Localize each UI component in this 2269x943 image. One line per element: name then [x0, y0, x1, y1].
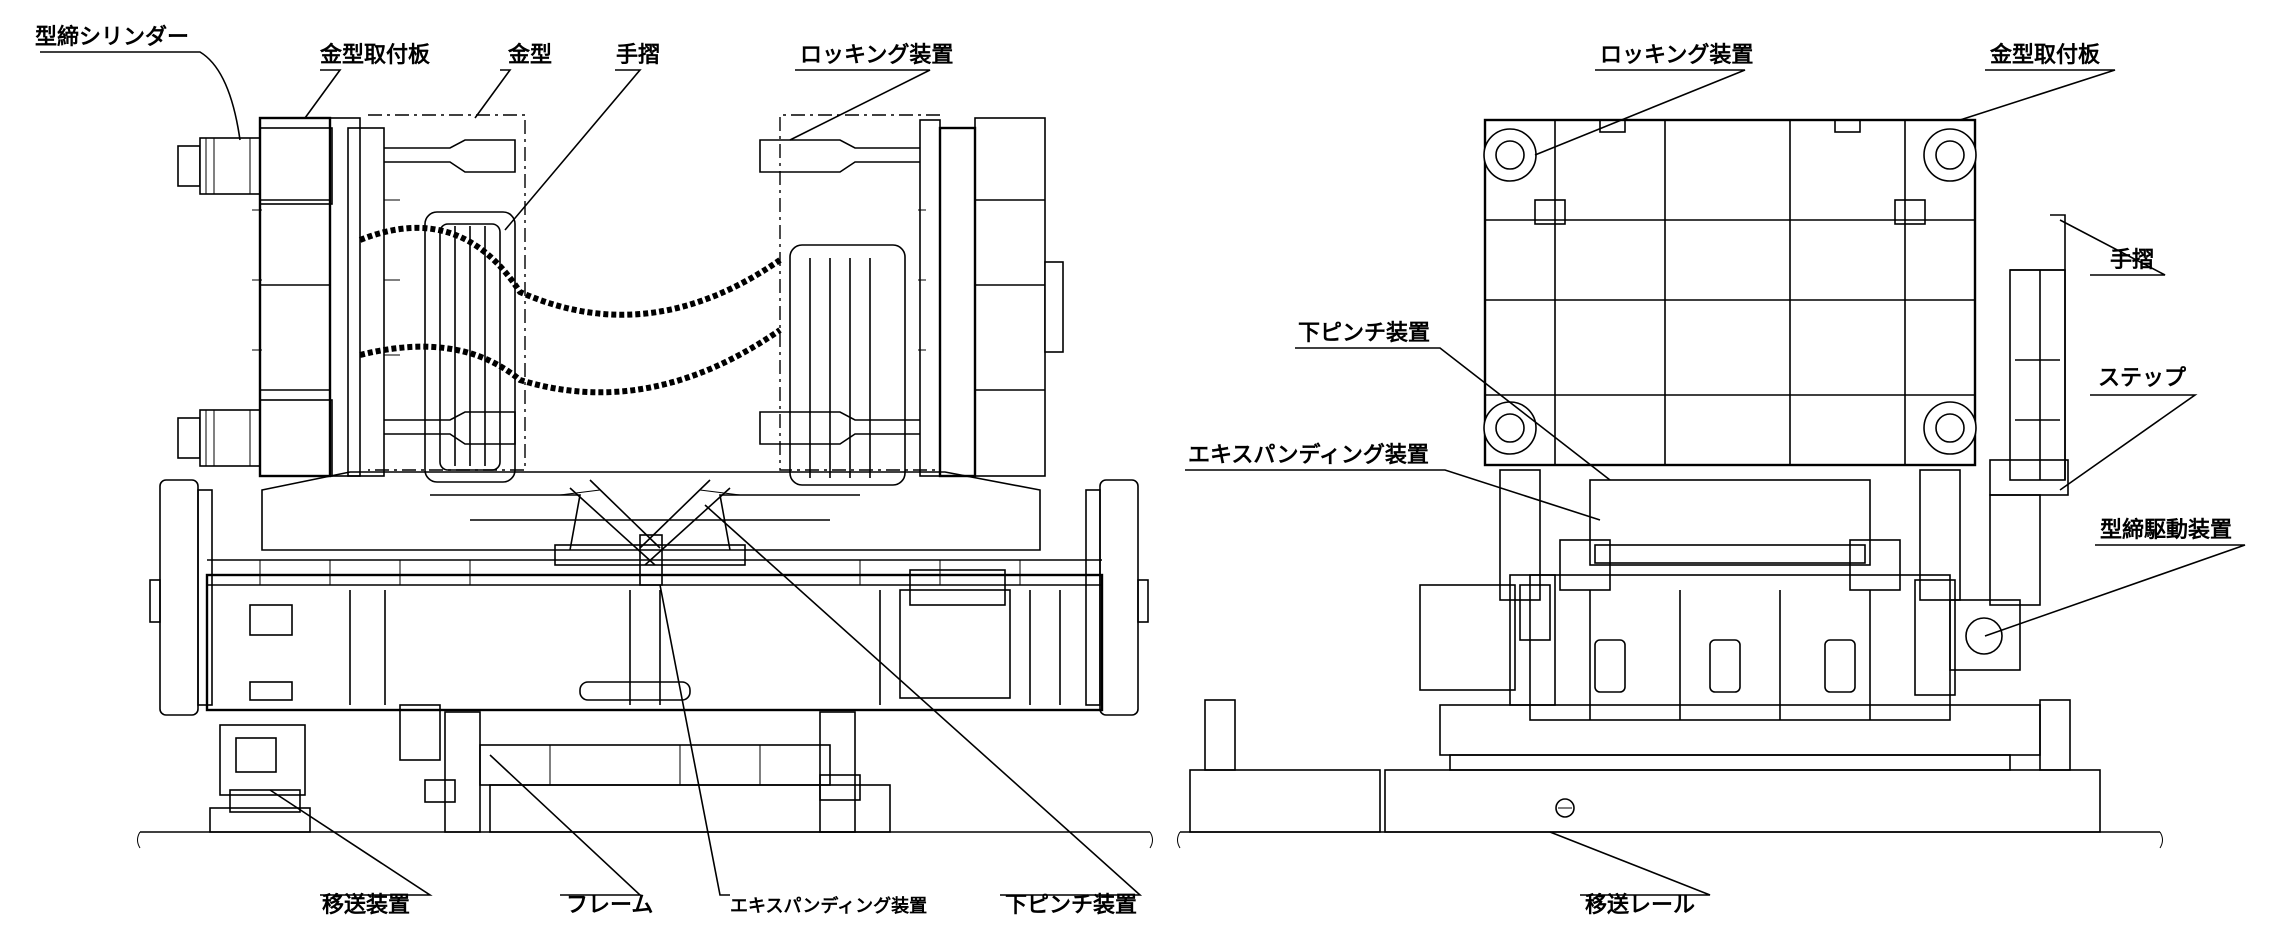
lower-housing [261, 471, 1041, 566]
transfer-device-assembly [209, 704, 891, 833]
label-lower-pinch-device-right: 下ピンチ装置 [1298, 321, 1430, 346]
side-frames [149, 479, 1149, 716]
clamp-cylinder-lower [177, 399, 333, 477]
mold-left [368, 114, 526, 471]
mold-plate-right-front [918, 117, 1064, 478]
label-expanding-device-right: エキスパンディング装置 [1188, 442, 1429, 468]
label-mold-clamp-drive: 型締駆動装置 [2100, 517, 2232, 543]
main-frame [205, 559, 1104, 712]
labels: 型締シリンダー 金型取付板 金型 手摺 ロッキング装置 移送装置 フレーム エキ… [35, 24, 2232, 918]
mold-plate-left [252, 116, 385, 478]
label-locking-device-left: ロッキング装置 [800, 42, 953, 68]
side-handrail [1989, 214, 2069, 606]
label-mold-plate-right: 金型取付板 [1989, 42, 2101, 68]
label-mold: 金型 [507, 42, 552, 68]
label-expanding-device-left: エキスパンディング装置 [730, 895, 927, 917]
label-handrail-right: 手摺 [2110, 248, 2154, 273]
leader-lines [40, 51, 2246, 896]
label-transfer-rail: 移送レール [1585, 892, 1695, 918]
label-mold-plate-left: 金型取付板 [319, 42, 431, 68]
label-transfer-device: 移送装置 [322, 892, 410, 918]
mold-right [759, 114, 940, 471]
handrail-left-cage [424, 211, 516, 483]
front-view [137, 114, 1153, 849]
label-lower-pinch-device-left: 下ピンチ装置 [1005, 893, 1137, 918]
label-locking-device-right: ロッキング装置 [1600, 42, 1753, 68]
handrail-right-cage [789, 244, 906, 486]
label-handrail-left: 手摺 [616, 43, 660, 68]
side-view [1177, 118, 2163, 849]
mold-plate-grid [1483, 118, 1977, 467]
label-step: ステップ [2098, 366, 2187, 391]
chains [358, 225, 782, 396]
label-frame: フレーム [566, 893, 653, 918]
clamp-cylinder-upper [177, 127, 333, 205]
label-mold-clamp-cylinder: 型締シリンダー [35, 24, 189, 50]
expanding-device [559, 479, 741, 586]
side-lower-body [1419, 469, 2041, 771]
